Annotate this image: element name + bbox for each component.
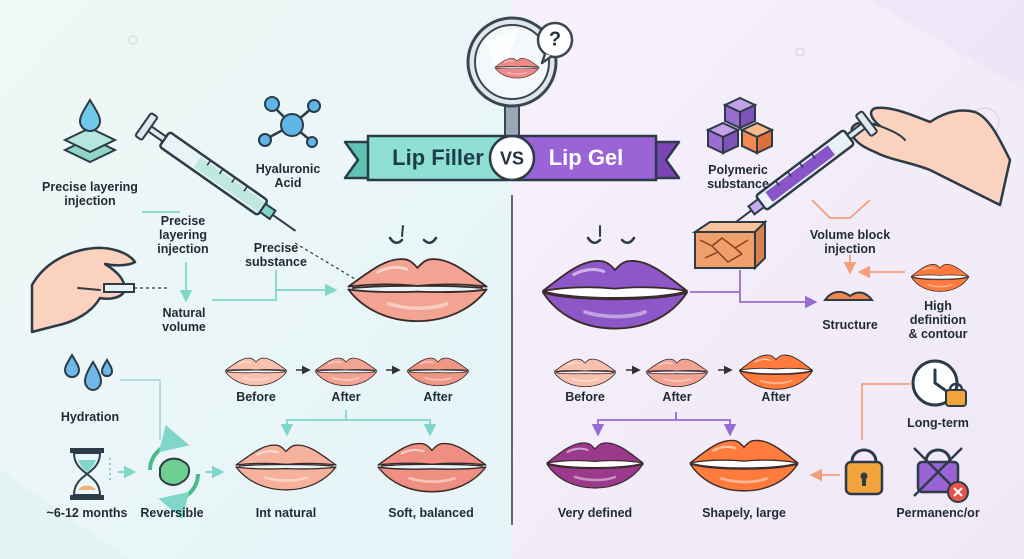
reversible-label: Reversible [140, 506, 204, 520]
gel-after-label-2: After [761, 390, 791, 404]
hyaluronic-acid-label: Hyaluronic Acid [255, 162, 321, 190]
polymeric-substance-label: Polymeric substance [707, 163, 769, 191]
question-bubble-icon [536, 21, 574, 65]
syringe-filler-icon [134, 112, 297, 232]
high-definition-label: High definition & contour [908, 299, 968, 341]
hand-left-icon [30, 246, 168, 334]
lip-gel-title: Lip Gel [548, 145, 624, 170]
filler-result-soft-label: Soft, balanced [388, 506, 474, 520]
nose-icon-right [586, 236, 602, 244]
filler-before-label: Before [236, 390, 276, 404]
hourglass-icon [70, 448, 104, 500]
filler-after-label-2: After [423, 390, 453, 404]
layering-injection-mid-label: Precise layering injection [157, 214, 209, 256]
filler-after-label-1: After [331, 390, 361, 404]
clock-lock-icon [911, 359, 967, 407]
tissue-block-icon [691, 219, 768, 271]
layering-injection-label: Precise layering injection [42, 180, 138, 208]
hydration-label: Hydration [60, 410, 120, 424]
question-mark: ? [548, 28, 562, 51]
precise-substance-label: Precise substance [245, 241, 307, 269]
permanence-label: Permanenc/or [896, 506, 980, 520]
vs-label: VS [499, 148, 525, 169]
syringe-gel-icon [730, 110, 878, 227]
filler-result-natural-label: Int natural [255, 506, 317, 520]
nose-icon-left [388, 236, 404, 244]
title-banner [343, 134, 681, 182]
permanence-lock-icon [913, 447, 969, 503]
layering-icon [62, 98, 118, 164]
gel-result-defined-label: Very defined [557, 506, 633, 520]
natural-volume-label: Natural volume [162, 306, 206, 334]
molecule-icon [258, 96, 321, 148]
gel-after-label-1: After [662, 390, 692, 404]
duration-label: ~6-12 months [46, 506, 128, 520]
volume-block-label: Volume block injection [809, 228, 891, 256]
hand-right-icon [850, 106, 1012, 207]
padlock-icon [844, 448, 884, 496]
gel-result-large-label: Shapely, large [702, 506, 786, 520]
water-drops-icon [63, 352, 114, 392]
polymer-cubes-icon [705, 96, 775, 155]
structure-label: Structure [822, 318, 878, 332]
gel-before-label: Before [565, 390, 605, 404]
long-term-label: Long-term [907, 416, 969, 430]
structure-shape-icon [823, 290, 875, 301]
reversible-cycle-icon [148, 425, 200, 519]
lip-filler-title: Lip Filler [392, 145, 484, 170]
